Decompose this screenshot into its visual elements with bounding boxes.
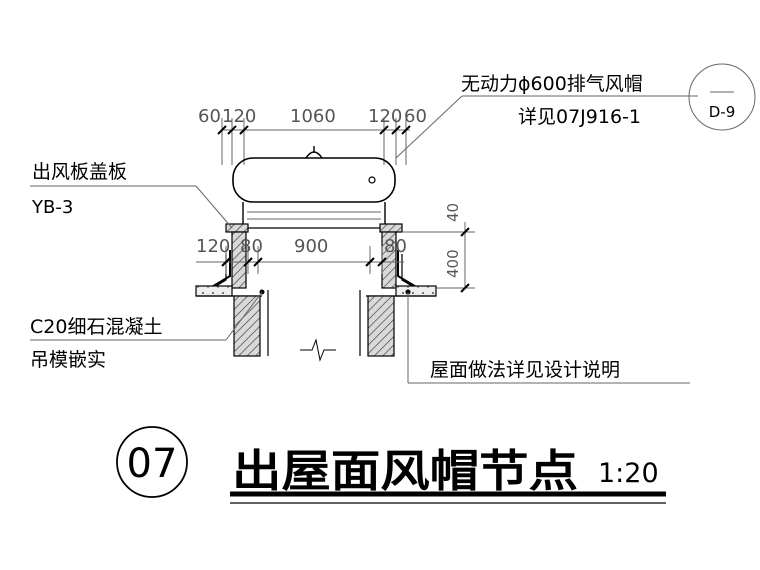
- dim-vert-40: 40: [444, 203, 462, 222]
- dim-top-120-right: 120: [368, 106, 402, 127]
- top-dimension-line: 60 120 1060 120 60: [198, 106, 427, 165]
- concrete-label: C20细石混凝土: [30, 316, 162, 338]
- title-number: 07: [127, 441, 178, 487]
- vertical-dimension-line: 40 400: [402, 203, 475, 293]
- dim-vert-400: 400: [444, 249, 462, 278]
- cover-plate: [225, 223, 403, 233]
- dim-mid-80-left: 80: [240, 236, 263, 257]
- roof-note: 屋面做法详见设计说明: [430, 359, 620, 381]
- roof-slab: [195, 285, 437, 297]
- dim-top-120-left: 120: [222, 106, 256, 127]
- dim-mid-80-right: 80: [384, 236, 407, 257]
- dim-top-60-left: 60: [198, 106, 221, 127]
- leader-lines: [30, 95, 698, 384]
- fan-cap-label: 无动力ϕ600排气风帽: [461, 73, 643, 95]
- middle-dimension-line: 120 80 900 80: [196, 236, 407, 274]
- dim-mid-120: 120: [196, 236, 230, 257]
- title-block: 07 出屋面风帽节点 1:20: [116, 426, 666, 504]
- reference-symbol: D-9: [688, 63, 756, 131]
- ref-sheet-label: D-9: [709, 103, 736, 121]
- dim-mid-900: 900: [294, 236, 328, 257]
- concrete-note: 吊模嵌实: [30, 349, 106, 371]
- fan-cap: [232, 146, 396, 224]
- fan-cap-reference: 详见07J916-1: [518, 106, 641, 128]
- shaft-walls: [233, 290, 395, 362]
- dim-top-60-right: 60: [404, 106, 427, 127]
- title-number-circle: [116, 426, 188, 498]
- title-scale: 1:20: [598, 458, 659, 489]
- dim-top-1060: 1060: [290, 106, 336, 127]
- title-text: 出屋面风帽节点: [232, 446, 578, 497]
- cover-plate-label: 出风板盖板: [32, 161, 127, 183]
- cover-plate-code: YB-3: [31, 197, 73, 218]
